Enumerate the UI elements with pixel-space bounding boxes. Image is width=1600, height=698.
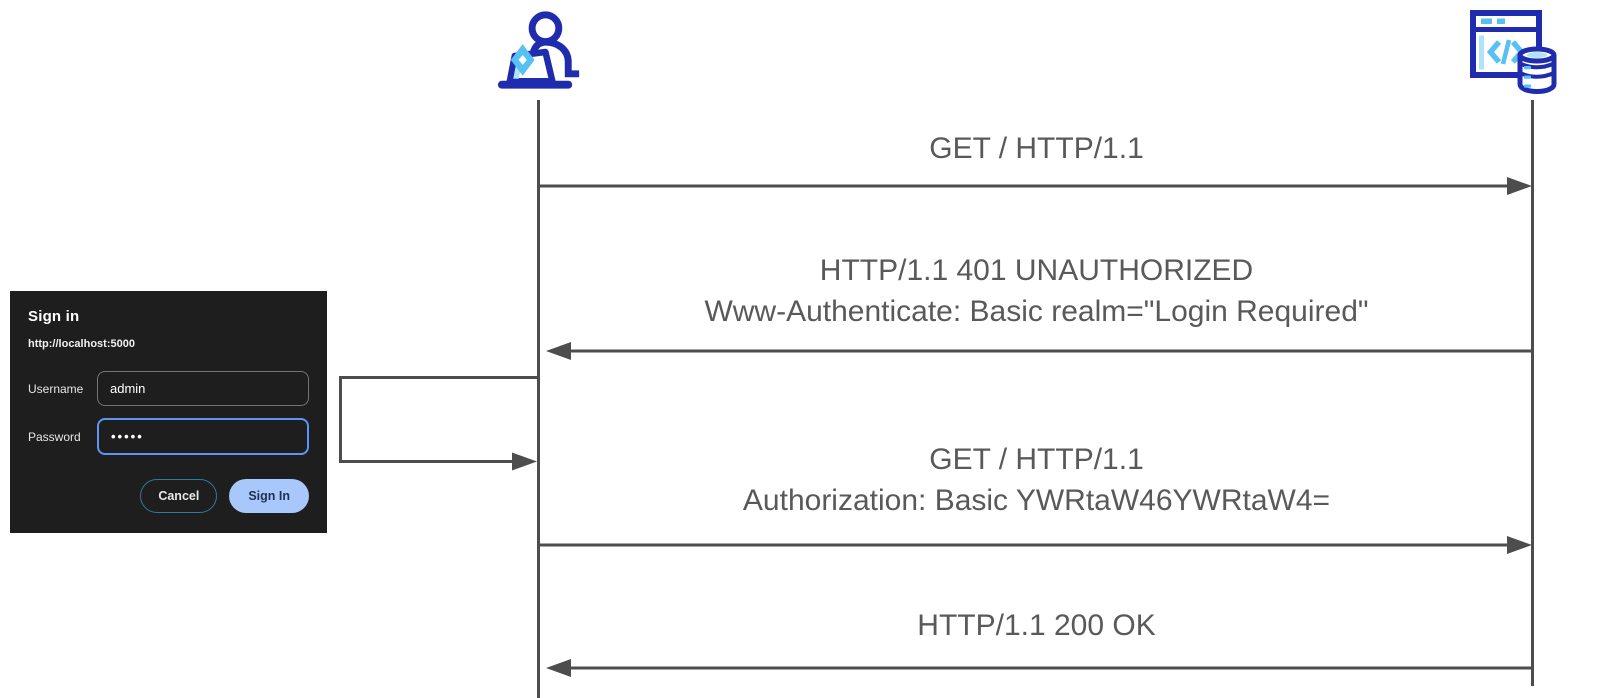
message-text: HTTP/1.1 200 OK [917,609,1156,642]
signin-dialog: Sign in http://localhost:5000 Username P… [10,291,327,533]
arrow-request-2 [540,536,1532,554]
person-at-laptop-icon [497,11,580,89]
password-label: Password [28,429,81,444]
cancel-button[interactable]: Cancel [140,479,218,513]
username-input[interactable] [97,371,309,406]
message-text: GET / HTTP/1.1 [929,443,1144,476]
browser-code-database-icon [1470,10,1557,95]
message-get-request-1: GET / HTTP/1.1 [540,128,1533,169]
sign-in-button[interactable]: Sign In [229,479,309,513]
username-row: Username [28,371,309,406]
message-text: HTTP/1.1 401 UNAUTHORIZED [819,254,1254,287]
arrow-request-1 [540,177,1532,195]
message-text: Www-Authenticate: Basic realm="Login Req… [704,295,1369,328]
client-actor [489,5,593,100]
credentials-loop-connector [339,376,538,471]
message-get-request-2: GET / HTTP/1.1 Authorization: Basic YWRt… [540,439,1533,521]
arrow-response-200 [546,659,1531,677]
password-input[interactable] [97,418,309,455]
message-text: Authorization: Basic YWRtaW46YWRtaW4= [742,484,1331,517]
message-401-response: HTTP/1.1 401 UNAUTHORIZED Www-Authentica… [540,250,1533,332]
arrow-response-401 [546,342,1531,360]
dialog-url: http://localhost:5000 [28,338,135,350]
dialog-buttons: Cancel Sign In [28,479,309,513]
username-label: Username [28,381,84,396]
server-actor [1462,4,1562,100]
dialog-title: Sign in [28,308,80,325]
password-row: Password [28,418,309,455]
message-200-response: HTTP/1.1 200 OK [540,605,1533,646]
message-text: GET / HTTP/1.1 [929,132,1144,165]
